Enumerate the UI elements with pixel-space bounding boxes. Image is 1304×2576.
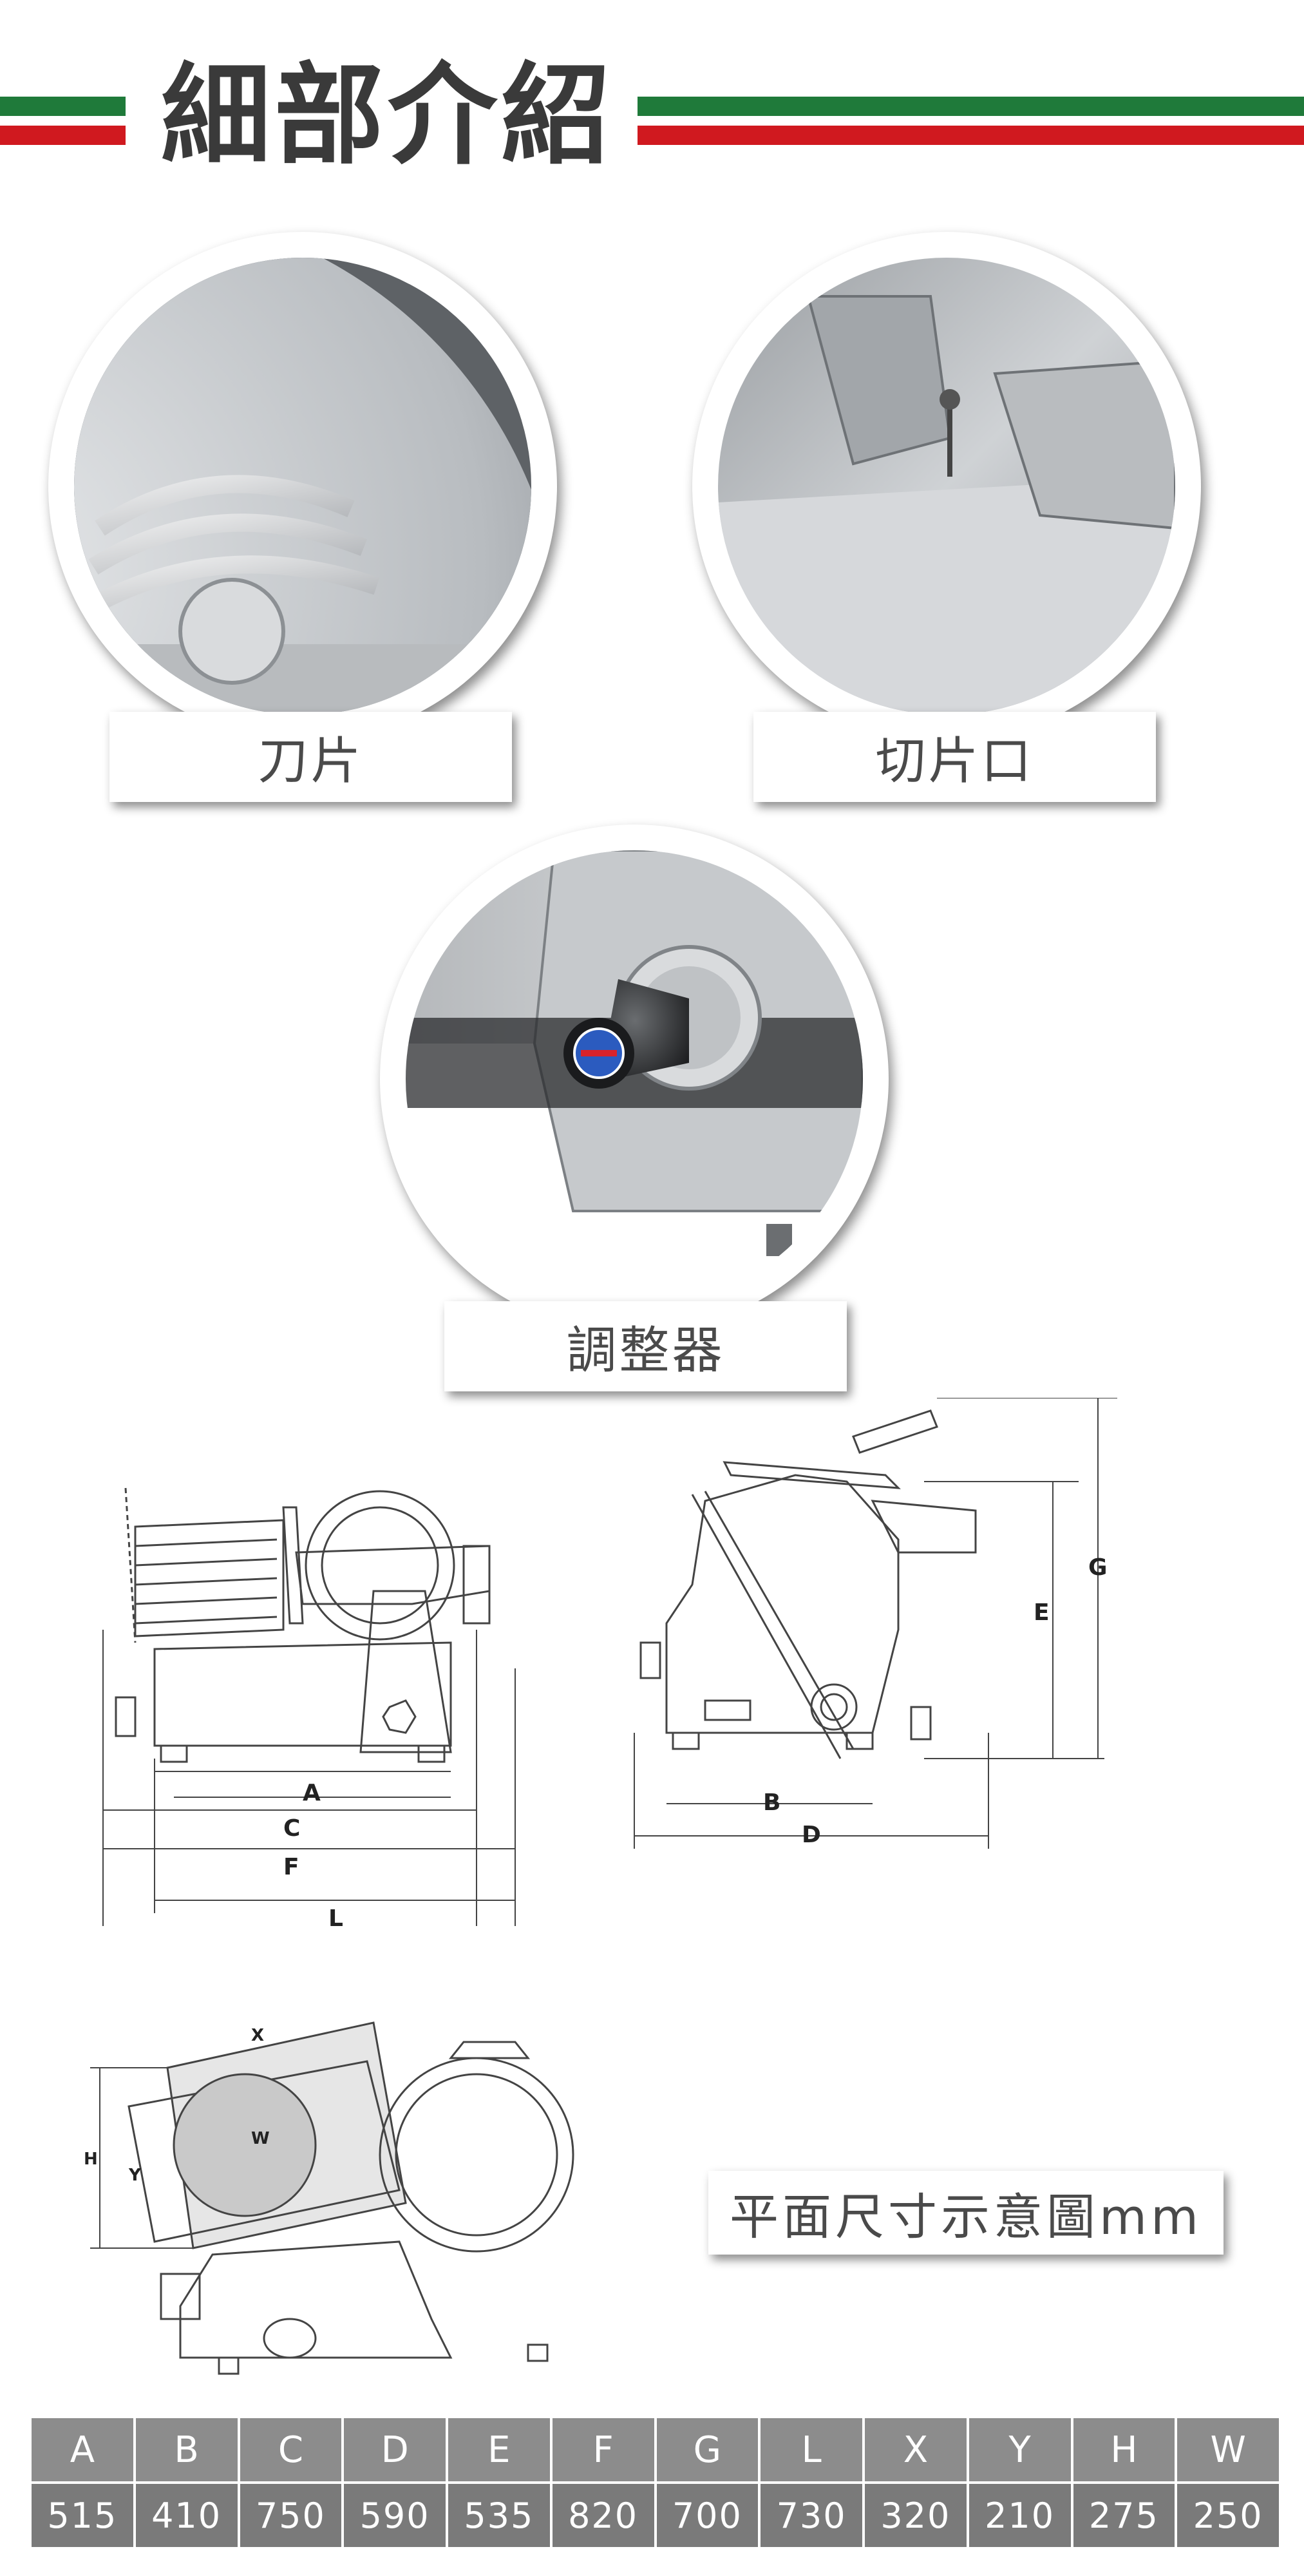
opening-label: 切片口 — [753, 712, 1156, 802]
dim-header-x: X — [862, 2416, 969, 2484]
header-stripe-left-red — [0, 126, 126, 145]
dim-header-w: W — [1175, 2416, 1281, 2484]
dim-label-g: G — [1088, 1554, 1108, 1581]
dim-label-e: E — [1034, 1599, 1050, 1626]
dim-label-l: L — [328, 1905, 343, 1932]
dim-label-d: D — [802, 1822, 821, 1848]
dim-header-y: Y — [966, 2416, 1073, 2484]
dim-label-c: C — [283, 1815, 300, 1842]
blade-label: 刀片 — [109, 712, 512, 802]
header-stripe-right-red — [638, 126, 1304, 145]
front-view-drawing: A C F L — [102, 1487, 516, 1932]
plan-caption: 平面尺寸示意圖mm — [708, 2171, 1224, 2255]
dim-label-b: B — [763, 1789, 780, 1816]
dim-label-a: A — [303, 1780, 321, 1806]
dim-value-x: 320 — [862, 2481, 969, 2550]
header-stripe-left-green — [0, 97, 126, 116]
opening-photo — [718, 258, 1175, 715]
dim-value-c: 750 — [237, 2481, 345, 2550]
dim-value-b: 410 — [133, 2481, 240, 2550]
dim-label-f: F — [283, 1854, 299, 1880]
dim-header-l: L — [758, 2416, 865, 2484]
dim-header-d: D — [341, 2416, 448, 2484]
top-view-drawing: X W H Y — [84, 2021, 574, 2375]
dim-header-b: B — [133, 2416, 240, 2484]
dim-value-l: 730 — [758, 2481, 865, 2550]
dimensions-header-row: A B C D E F G L X Y H W — [29, 2416, 1281, 2484]
adjuster-photo — [406, 850, 863, 1308]
blade-photo — [74, 258, 531, 715]
dim-value-g: 700 — [654, 2481, 761, 2550]
dim-value-d: 590 — [341, 2481, 448, 2550]
dim-value-y: 210 — [966, 2481, 1073, 2550]
dim-header-f: F — [549, 2416, 657, 2484]
dim-value-f: 820 — [549, 2481, 657, 2550]
dim-header-g: G — [654, 2416, 761, 2484]
dim-value-h: 275 — [1070, 2481, 1178, 2550]
dim-header-h: H — [1070, 2416, 1178, 2484]
dimensions-value-row: 515 410 750 590 535 820 700 730 320 210 … — [29, 2481, 1281, 2550]
header-stripe-right-green — [638, 97, 1304, 116]
dim-header-c: C — [237, 2416, 345, 2484]
dim-label-w: W — [251, 2129, 270, 2148]
dim-label-x: X — [251, 2026, 264, 2045]
dim-header-a: A — [29, 2416, 136, 2484]
dim-value-w: 250 — [1175, 2481, 1281, 2550]
dimensions-table: A B C D E F G L X Y H W 515 410 750 590 … — [29, 2416, 1281, 2550]
dim-header-e: E — [446, 2416, 553, 2484]
dim-label-y: Y — [128, 2166, 142, 2185]
dim-value-a: 515 — [29, 2481, 136, 2550]
dim-value-e: 535 — [446, 2481, 553, 2550]
side-view-drawing: B D E G — [634, 1398, 1117, 1849]
dim-label-h: H — [84, 2150, 98, 2169]
page-title: 細部介紹 — [161, 52, 615, 180]
adjuster-label: 調整器 — [444, 1301, 847, 1391]
